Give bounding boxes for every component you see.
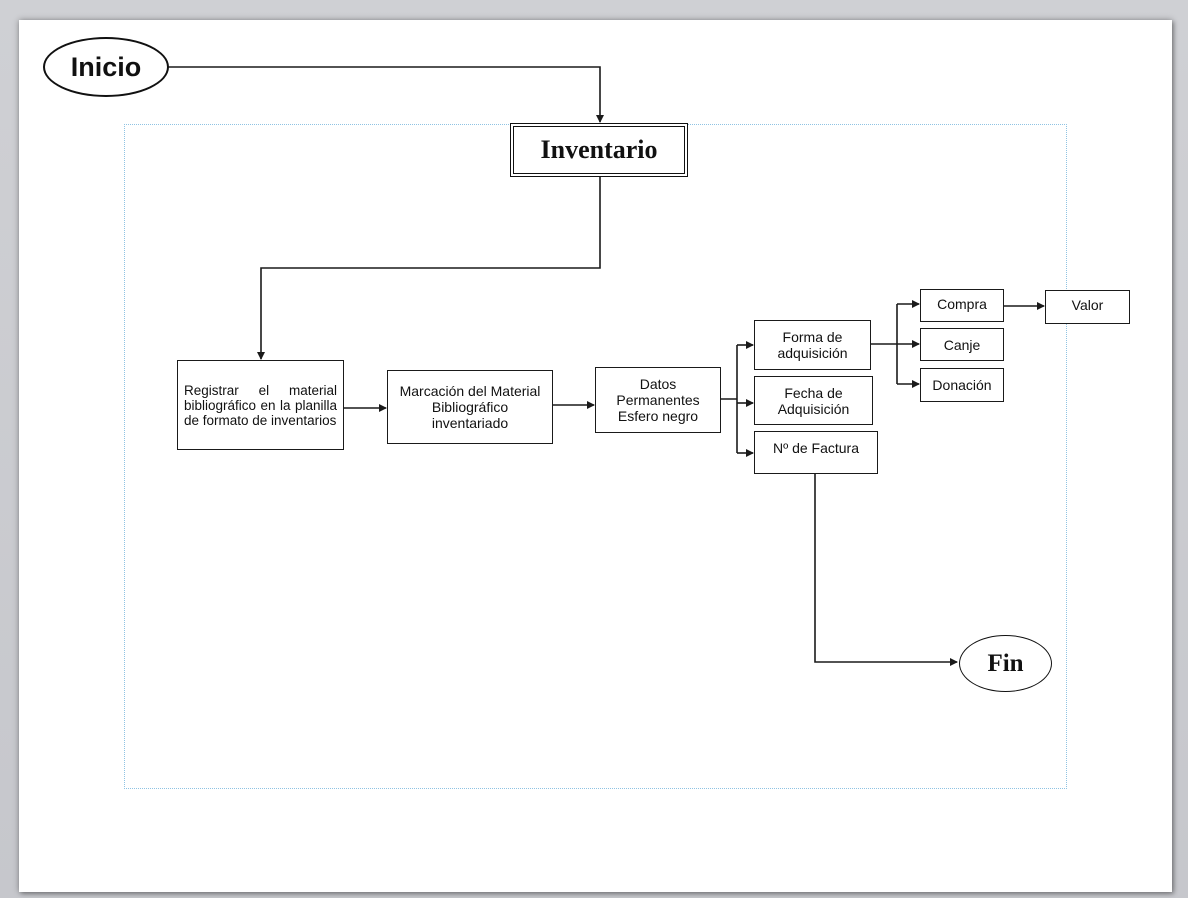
end-terminal: Fin [959,635,1052,692]
connector-inicio-to-inventario [168,66,604,123]
registrar-step-box: Registrar el material bibliográfico en l… [177,360,344,450]
factura-box: Nº de Factura [754,431,878,474]
canje-label: Canje [943,336,981,353]
donacion-box: Donación [920,368,1004,402]
connector-inventario-to-registrar [257,176,601,360]
start-label: Inicio [70,52,142,82]
factura-label: Nº de Factura [772,440,860,456]
fecha-label: Fecha de Adquisición [777,384,850,417]
start-terminal: Inicio [43,37,169,97]
datos-step-box: Datos Permanentes Esfero negro [595,367,721,433]
valor-label: Valor [1071,297,1104,313]
end-label: Fin [987,649,1024,677]
forma-label: Forma de adquisición [777,329,848,361]
marcacion-step-box: Marcación del Material Bibliográfico inv… [387,370,553,444]
fecha-adquisicion-box: Fecha de Adquisición [754,376,873,425]
forma-adquisicion-box: Forma de adquisición [754,320,871,370]
valor-box: Valor [1045,290,1130,324]
connector-factura-to-fin [814,473,958,666]
datos-label: Datos Permanentes Esfero negro [616,376,700,424]
canje-box: Canje [920,328,1004,361]
marcacion-label: Marcación del Material Bibliográfico inv… [399,383,541,431]
inventario-process-box: Inventario [510,123,688,177]
registrar-label: Registrar el material bibliográfico en l… [184,382,337,428]
inventario-label: Inventario [540,135,658,164]
compra-label: Compra [937,295,987,312]
donacion-label: Donación [932,377,992,393]
compra-box: Compra [920,289,1004,322]
